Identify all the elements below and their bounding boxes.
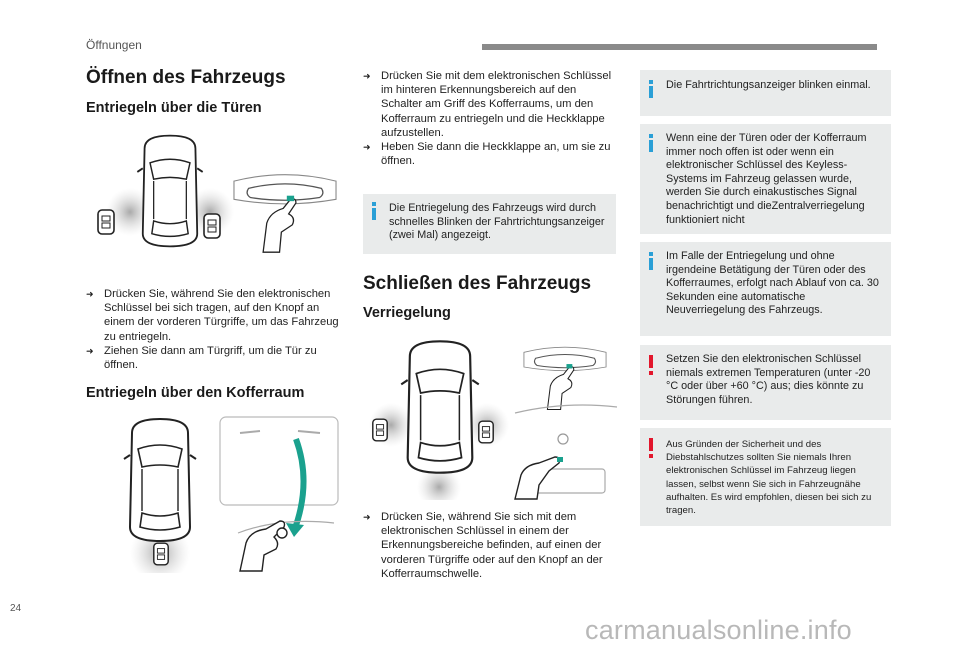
bullet-marker: ➜ [363, 142, 371, 153]
page-title: Öffnen des Fahrzeugs [86, 67, 286, 88]
watermark: carmanualsonline.info [585, 615, 852, 645]
bullet-marker: ➜ [86, 345, 94, 356]
section-header: Öffnungen [86, 38, 142, 52]
illustration-unlock-boot [90, 413, 340, 583]
unlock-doors-instructions: ➜Drücken Sie, während Sie den elektronis… [86, 287, 341, 372]
bullet-item: ➜Ziehen Sie dann am Türgriff, um die Tür… [86, 344, 317, 372]
warning-icon [649, 438, 653, 458]
info-icon [649, 80, 653, 98]
info-box-unlock-indicator: Die Entriegelung des Fahrzeugs wird durc… [363, 194, 616, 254]
bullet-marker: ➜ [86, 289, 94, 299]
info-box-3: Im Falle der Entriegelung und ohne irgen… [640, 242, 891, 336]
lock-instructions: ➜Drücken Sie, während Sie sich mit dem e… [363, 510, 618, 581]
subtitle-unlock-boot: Entriegeln über den Kofferraum [86, 385, 305, 401]
page-number: 24 [10, 603, 22, 614]
info-box-2: Wenn eine der Türen oder der Kofferraum … [640, 124, 891, 234]
subtitle-unlock-doors: Entriegeln über die Türen [86, 100, 262, 116]
warning-box-2: Aus Gründen der Sicherheit und des Diebs… [640, 428, 891, 526]
bullet-marker: ➜ [363, 512, 371, 522]
info-icon [649, 134, 653, 152]
title-close-vehicle: Schließen des Fahrzeugs [363, 273, 592, 294]
illustration-unlock-doors [90, 130, 340, 260]
info-icon [649, 252, 653, 270]
illustration-lock [365, 335, 620, 509]
warning-box-1: Setzen Sie den elektronischen Schlüssel … [640, 345, 891, 420]
unlock-boot-instructions: ➜Drücken Sie mit dem elektronischen Schl… [363, 69, 618, 168]
info-box-1: Die Fahrtrichtungsanzeiger blinken einma… [640, 70, 891, 116]
subtitle-lock: Verriegelung [363, 305, 451, 321]
bullet-item: ➜Drücken Sie, während Sie den elektronis… [86, 288, 339, 343]
warning-icon [649, 355, 653, 375]
section-header-bar [482, 44, 877, 50]
bullet-item: ➜Heben Sie dann die Heckklappe an, um si… [363, 141, 611, 168]
bullet-marker: ➜ [363, 71, 371, 81]
bullet-item: ➜Drücken Sie mit dem elektronischen Schl… [363, 70, 612, 139]
info-icon [372, 202, 376, 220]
bullet-item: ➜Drücken Sie, während Sie sich mit dem e… [363, 511, 603, 580]
